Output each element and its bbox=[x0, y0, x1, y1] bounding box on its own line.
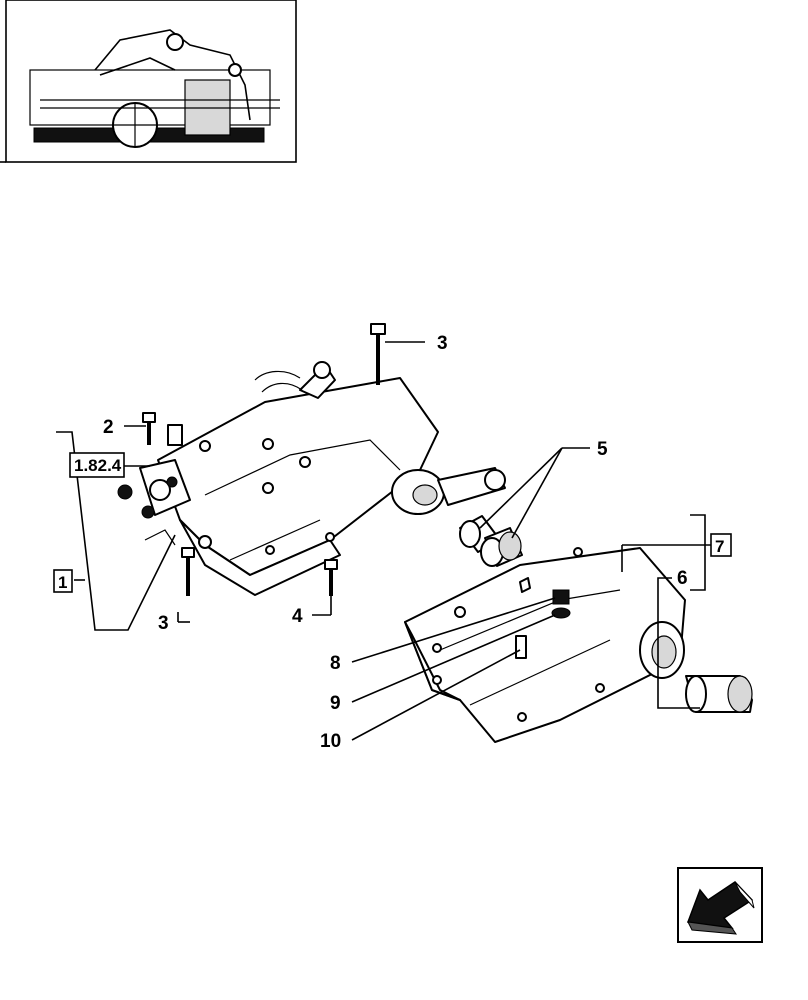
ref-box-1-82-4 bbox=[69, 452, 125, 478]
label-ref-1-82-4: 1.82.4 bbox=[74, 456, 122, 475]
kit-box-1 bbox=[53, 569, 73, 593]
kit-box-7 bbox=[710, 533, 732, 557]
callouts: 3 2 1.82.4 1 3 4 5 7 6 8 9 10 bbox=[53, 333, 732, 752]
label-part-3-top: 3 bbox=[437, 333, 448, 354]
leader-lines bbox=[56, 341, 711, 741]
bolt-3-bottom bbox=[181, 547, 195, 596]
thumbnail-inset bbox=[0, 0, 297, 163]
bushings-5 bbox=[459, 515, 523, 567]
label-kit-1: 1 bbox=[58, 573, 67, 592]
bolt-3-top bbox=[370, 323, 386, 385]
label-part-8: 8 bbox=[330, 653, 341, 674]
bolt-4 bbox=[324, 559, 338, 596]
label-kit-7: 7 bbox=[715, 537, 724, 556]
lift-housing-assembly bbox=[117, 361, 506, 596]
label-part-5: 5 bbox=[597, 439, 608, 460]
breather-10 bbox=[515, 635, 527, 659]
label-part-9: 9 bbox=[330, 693, 341, 714]
seal-9 bbox=[551, 607, 571, 619]
label-part-10: 10 bbox=[320, 731, 341, 752]
arrow-down-left-icon[interactable] bbox=[677, 867, 763, 943]
label-part-6: 6 bbox=[677, 568, 688, 589]
label-part-4: 4 bbox=[292, 606, 303, 627]
label-part-2: 2 bbox=[103, 417, 114, 438]
bushing-6 bbox=[685, 675, 753, 713]
label-part-3-bottom: 3 bbox=[158, 613, 169, 634]
plug-8 bbox=[552, 589, 570, 605]
housing-casting bbox=[404, 547, 686, 743]
thumbnail-machine-sketch bbox=[29, 29, 280, 148]
bolt-2 bbox=[142, 412, 156, 445]
